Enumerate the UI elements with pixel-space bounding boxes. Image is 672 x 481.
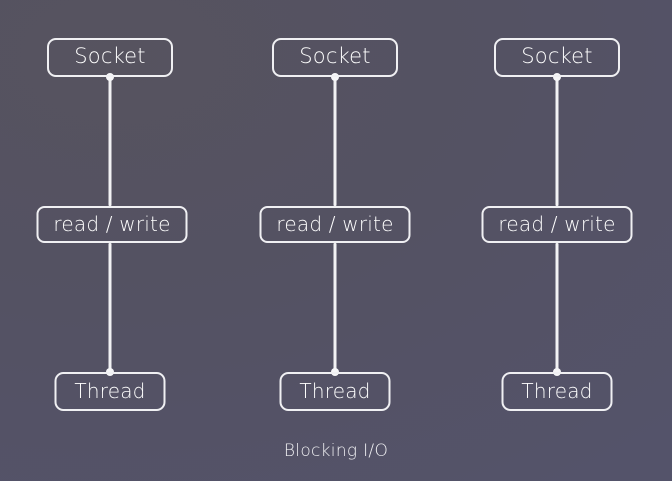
connector-socket-to-readwrite — [108, 77, 112, 206]
connector-readwrite-to-thread — [108, 243, 112, 372]
node-socket-label: Socket — [74, 44, 146, 68]
node-read-write: read / write — [36, 206, 188, 243]
node-socket-label: Socket — [299, 44, 371, 68]
node-thread: Thread — [279, 372, 391, 411]
node-read-write-label: read / write — [498, 211, 616, 236]
node-socket: Socket — [47, 38, 173, 77]
node-read-write: read / write — [259, 206, 411, 243]
diagram-caption: Blocking I/O — [283, 441, 389, 461]
node-socket-label: Socket — [521, 44, 593, 68]
node-read-write: read / write — [481, 206, 633, 243]
connector-readwrite-to-thread — [555, 243, 559, 372]
node-thread-label: Thread — [521, 378, 593, 403]
connector-socket-to-readwrite — [555, 77, 559, 206]
node-read-write-label: read / write — [276, 211, 394, 236]
node-thread: Thread — [501, 372, 613, 411]
node-thread-label: Thread — [299, 378, 371, 403]
node-socket: Socket — [272, 38, 398, 77]
node-socket: Socket — [494, 38, 620, 77]
connector-readwrite-to-thread — [333, 243, 337, 372]
node-thread-label: Thread — [74, 378, 146, 403]
node-read-write-label: read / write — [53, 211, 171, 236]
connector-socket-to-readwrite — [333, 77, 337, 206]
node-thread: Thread — [54, 372, 166, 411]
